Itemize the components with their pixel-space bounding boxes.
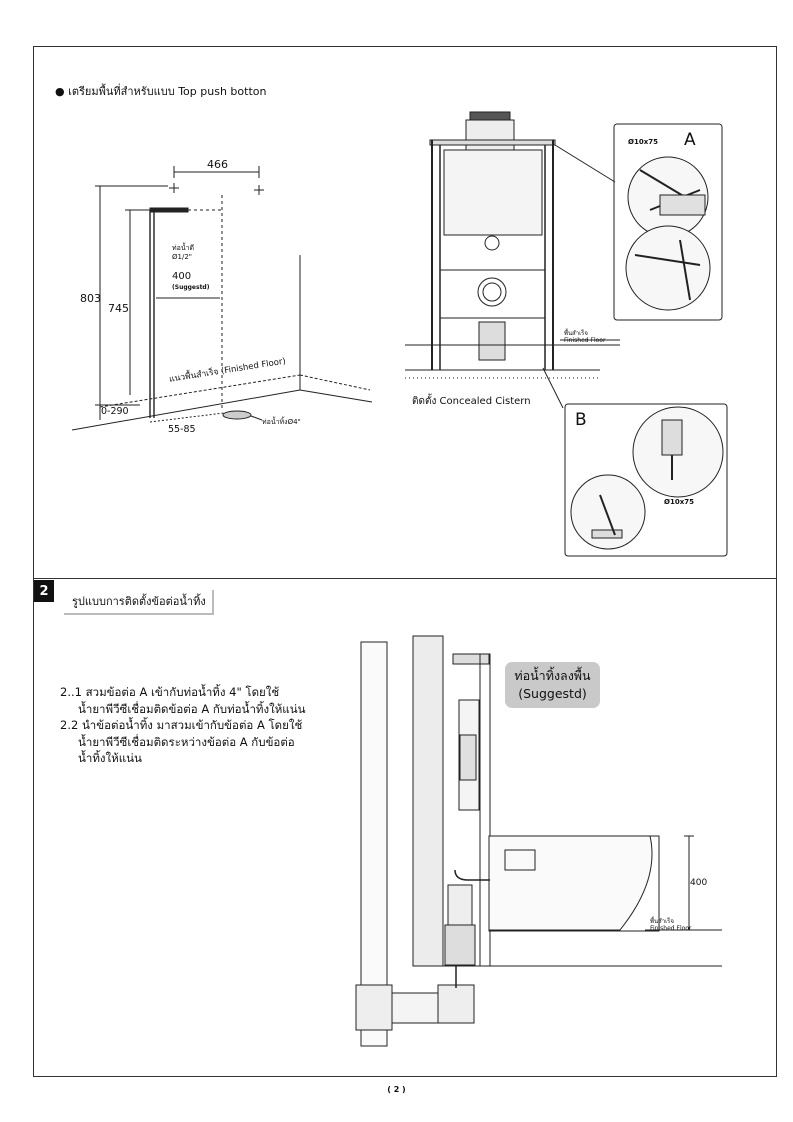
section-number: 2: [34, 580, 54, 602]
section1-heading: ● เตรียมพื้นที่สำหรับแบบ Top push botton: [55, 85, 267, 98]
finished-floor-en-2: Finished Floor: [650, 925, 692, 932]
install-caption: ติดตั้ง Concealed Cistern: [412, 396, 531, 407]
section-divider: [33, 578, 777, 579]
floor-line-front: [71, 389, 301, 431]
finished-floor-en: Finished Floor: [564, 337, 606, 344]
dim-400-left: 400: [172, 271, 192, 282]
suggested-drain-badge: ท่อน้ำทิ้งลงพื้น (Suggestd): [505, 662, 600, 708]
dim-466: 466: [207, 158, 228, 171]
section-title: รูปแบบการติดตั้งข้อต่อน้ำทิ้ง: [64, 590, 214, 615]
badge-line-1: ท่อน้ำทิ้งลงพื้น: [514, 668, 591, 683]
detail-b-size: Ø10x75: [664, 498, 694, 506]
pipe-size: Ø1/2": [172, 253, 192, 261]
instruction-steps: 2..1 สวมข้อต่อ A เข้ากับท่อน้ำทิ้ง 4" โด…: [60, 684, 305, 767]
finished-floor-th: พื้นสำเร็จ: [564, 330, 588, 337]
page-number: ( 2 ): [387, 1085, 406, 1094]
finished-floor-dash: [99, 374, 301, 408]
step-line: 2..1 สวมข้อต่อ A เข้ากับท่อน้ำทิ้ง 4" โด…: [60, 685, 280, 699]
detail-b-letter: B: [575, 410, 587, 430]
step-line: น้ำทิ้งให้แน่น: [78, 751, 142, 765]
step-line: 2.2 นำข้อต่อน้ำทิ้ง มาสวมเข้ากับข้อต่อ A…: [60, 718, 303, 732]
dim-55-85: 55-85: [168, 424, 196, 435]
dim-0-290: 0-290: [101, 406, 129, 417]
pipe-label: ท่อน้ำดี: [172, 244, 195, 252]
detail-a-letter: A: [684, 130, 696, 150]
detail-a-size: Ø10x75: [628, 138, 658, 146]
badge-line-2: (Suggestd): [518, 686, 587, 701]
suggested-left: (Suggestd): [172, 284, 210, 291]
step-line: น้ำยาพีวีซีเชื่อมติดข้อต่อ A กับท่อน้ำทิ…: [78, 701, 306, 716]
floor-line-right: [299, 389, 373, 403]
step-line: น้ำยาพีวีซีเชื่อมติดระหว่างข้อต่อ A กับข…: [78, 734, 295, 749]
page-frame: [33, 46, 777, 1077]
dim-745: 745: [108, 302, 129, 315]
finished-floor-th-2: พื้นสำเร็จ: [650, 918, 674, 925]
drain-label: ท่อน้ำทิ้งØ4": [262, 418, 301, 426]
dim-803: 803: [80, 292, 101, 305]
dim-400-right: 400: [690, 878, 708, 888]
